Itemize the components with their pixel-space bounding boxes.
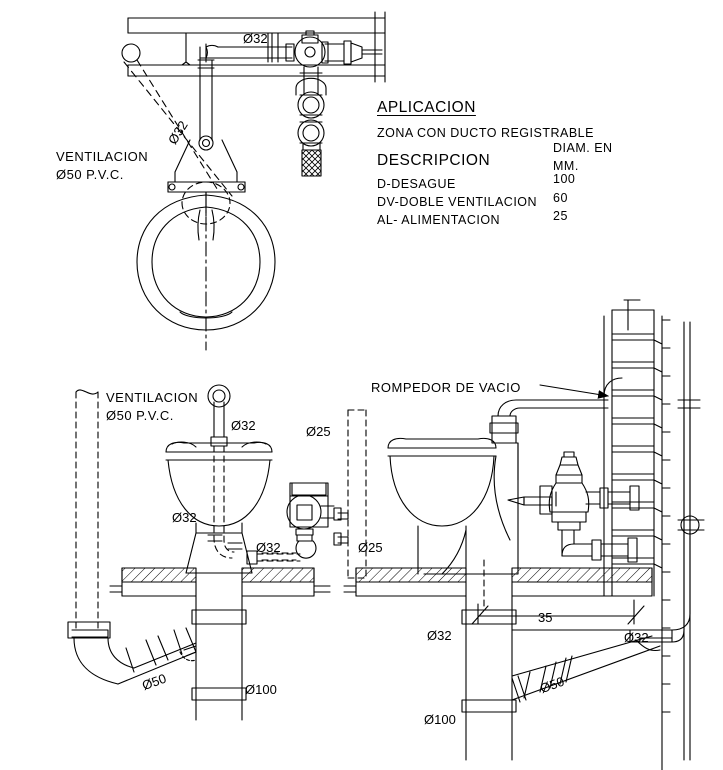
col-header-diam-line2: MM. — [553, 159, 579, 173]
dim-stack-left: Ø100 — [245, 682, 277, 697]
table-row-diam: 60 — [553, 191, 568, 205]
urinal-plan-view — [136, 181, 276, 351]
dim-valve-supply-lower: Ø25 — [358, 540, 383, 555]
dim-top-pipe: Ø32 — [243, 31, 268, 46]
ceiling-pipe-run — [121, 11, 386, 197]
dim-lav-body: Ø32 — [172, 510, 197, 525]
table-row-description: D-DESAGUE — [377, 177, 456, 191]
table-row-description: AL- ALIMENTACION — [377, 213, 501, 227]
label-ventilacion-mid-line1: VENTILACION — [106, 390, 199, 405]
dim-offset-35: 35 — [538, 610, 553, 625]
col-header-diam-line1: DIAM. EN — [553, 141, 613, 155]
lavatory-elevation — [67, 384, 331, 721]
water-closet-elevation — [261, 384, 691, 761]
label-ventilacion-top-line1: VENTILACION — [56, 149, 149, 164]
col-header-descripcion: DESCRIPCION — [377, 152, 491, 169]
dim-stack-right: Ø100 — [424, 712, 456, 727]
service-duct-section — [555, 299, 705, 770]
label-rompedor-de-vacio: ROMPEDOR DE VACIO — [371, 380, 521, 395]
dim-valve-supply-upper: Ø25 — [306, 424, 331, 439]
label-ventilacion-top-line2: Ø50 P.V.C. — [56, 167, 124, 182]
table-row-diam: 100 — [553, 172, 576, 186]
label-ventilacion-mid-line2: Ø50 P.V.C. — [106, 408, 174, 423]
table-row-description: DV-DOBLE VENTILACION — [377, 195, 538, 209]
dim-branch-right-vent: Ø32 — [624, 630, 649, 645]
dim-lav-supply: Ø32 — [231, 418, 256, 433]
dim-lav-trap: Ø32 — [256, 540, 281, 555]
title-zona: ZONA CON DUCTO REGISTRABLE — [377, 126, 594, 140]
table-row-diam: 25 — [553, 209, 568, 223]
dim-stack-right-vent: Ø32 — [427, 628, 452, 643]
title-aplicacion: APLICACION — [377, 99, 476, 116]
